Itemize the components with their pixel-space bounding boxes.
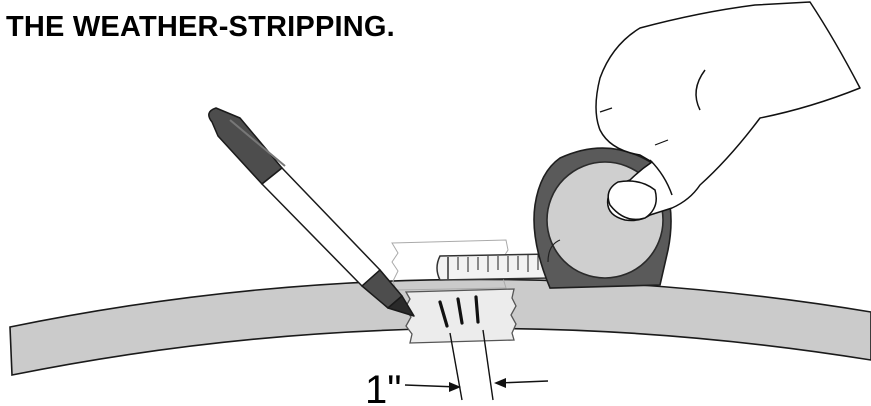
dimension-label: 1" [365,368,401,406]
marker-barrel [261,167,381,287]
hand [595,1,861,222]
mark-2 [456,297,464,325]
mark-1 [438,300,449,328]
dimension-arrow-right-line [498,380,549,384]
arrowhead-right-icon [494,378,506,388]
measurement-marks [438,295,480,328]
marker-clip [229,119,286,167]
arrowhead-left-icon [449,382,461,392]
marker-tip [387,295,415,317]
extension-line-right [482,329,494,401]
extension-line-left [449,332,463,401]
marker-pen [208,107,415,317]
tape-outline [391,239,509,291]
marker-cap [208,107,283,185]
tape-measure-blade [436,253,553,281]
step-heading: THE WEATHER-STRIPPING. [6,11,395,43]
dimension-lines [404,329,549,401]
mark-3 [474,295,480,324]
